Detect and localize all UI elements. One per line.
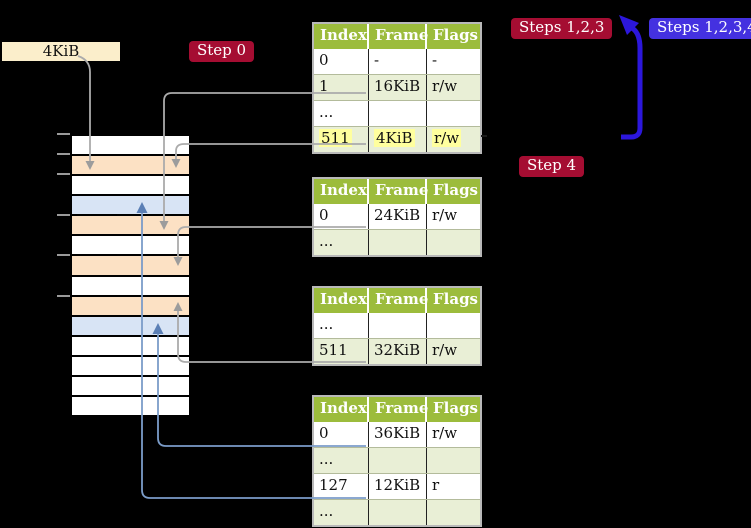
col-header-flags: Flags (433, 181, 478, 199)
page-table-l3: Index Frame Flags 0 24KiB r/w ... (312, 177, 482, 257)
steps123-badge: Steps 1,2,3 (511, 18, 613, 39)
table-row: ... (314, 447, 480, 473)
highlighted-cell: 4KiB (374, 129, 415, 147)
memory-tick (57, 153, 70, 155)
table-row: 511 32KiB r/w (314, 338, 480, 364)
table-row: ... (314, 499, 480, 525)
col-header-index: Index (314, 24, 369, 49)
memory-row-table (72, 256, 189, 275)
col-header-flags: Flags (433, 399, 478, 417)
memory-row-page (72, 196, 189, 215)
table-header-row: Index Frame Flags (314, 288, 480, 313)
step0-badge: Step 0 (189, 41, 255, 62)
table-row: 127 12KiB r (314, 473, 480, 499)
table-row: ... (314, 313, 480, 338)
col-header-frame: Frame (369, 24, 428, 49)
col-header-frame: Frame (369, 179, 428, 204)
col-header-flags: Flags (433, 26, 478, 44)
col-header-frame: Frame (369, 397, 428, 422)
table-row-recursive-entry: 511 4KiB r/w (314, 126, 480, 152)
table-header-row: Index Frame Flags (314, 24, 480, 49)
table-row: ... (314, 100, 480, 126)
steps1234-badge: Steps 1,2,3,4 (649, 18, 751, 39)
memory-row-free (72, 397, 189, 416)
table-header-row: Index Frame Flags (314, 397, 480, 422)
memory-row-free (72, 276, 189, 295)
memory-row-free (72, 356, 189, 375)
steps-loop-arrow (619, 15, 643, 140)
highlighted-cell: r/w (432, 129, 462, 147)
col-header-index: Index (314, 288, 369, 313)
memory-row-free (72, 176, 189, 195)
step4-badge: Step 4 (519, 156, 585, 177)
memory-row-table (72, 156, 189, 175)
memory-tick (57, 295, 70, 297)
memory-tick (57, 173, 70, 175)
col-header-frame: Frame (369, 288, 428, 313)
page-table-l1: Index Frame Flags 0 36KiB r/w ... 127 12… (312, 395, 482, 527)
memory-row-table (72, 216, 189, 235)
col-header-index: Index (314, 179, 369, 204)
table-row: 0 36KiB r/w (314, 422, 480, 447)
highlighted-cell: 511 (319, 129, 352, 147)
col-header-flags: Flags (433, 290, 478, 308)
page-table-l4: Index Frame Flags 0 - - 1 16KiB r/w ... … (312, 22, 482, 154)
table-row: ... (314, 229, 480, 255)
page-size-label: 4KiB (2, 42, 120, 61)
table-row: 0 24KiB r/w (314, 204, 480, 229)
memory-row-free (72, 376, 189, 396)
memory-tick (57, 133, 70, 135)
col-header-index: Index (314, 397, 369, 422)
table-row: 1 16KiB r/w (314, 74, 480, 100)
table-header-row: Index Frame Flags (314, 179, 480, 204)
memory-tick (57, 254, 70, 256)
table-row: 0 - - (314, 49, 480, 74)
physical-memory-strip (70, 134, 191, 417)
memory-row-free (72, 136, 189, 155)
memory-row-table (72, 296, 189, 315)
memory-row-free (72, 336, 189, 355)
memory-tick (57, 214, 70, 216)
memory-row-page (72, 316, 189, 335)
memory-row-free (72, 236, 189, 255)
page-table-l2: Index Frame Flags ... 511 32KiB r/w (312, 286, 482, 366)
